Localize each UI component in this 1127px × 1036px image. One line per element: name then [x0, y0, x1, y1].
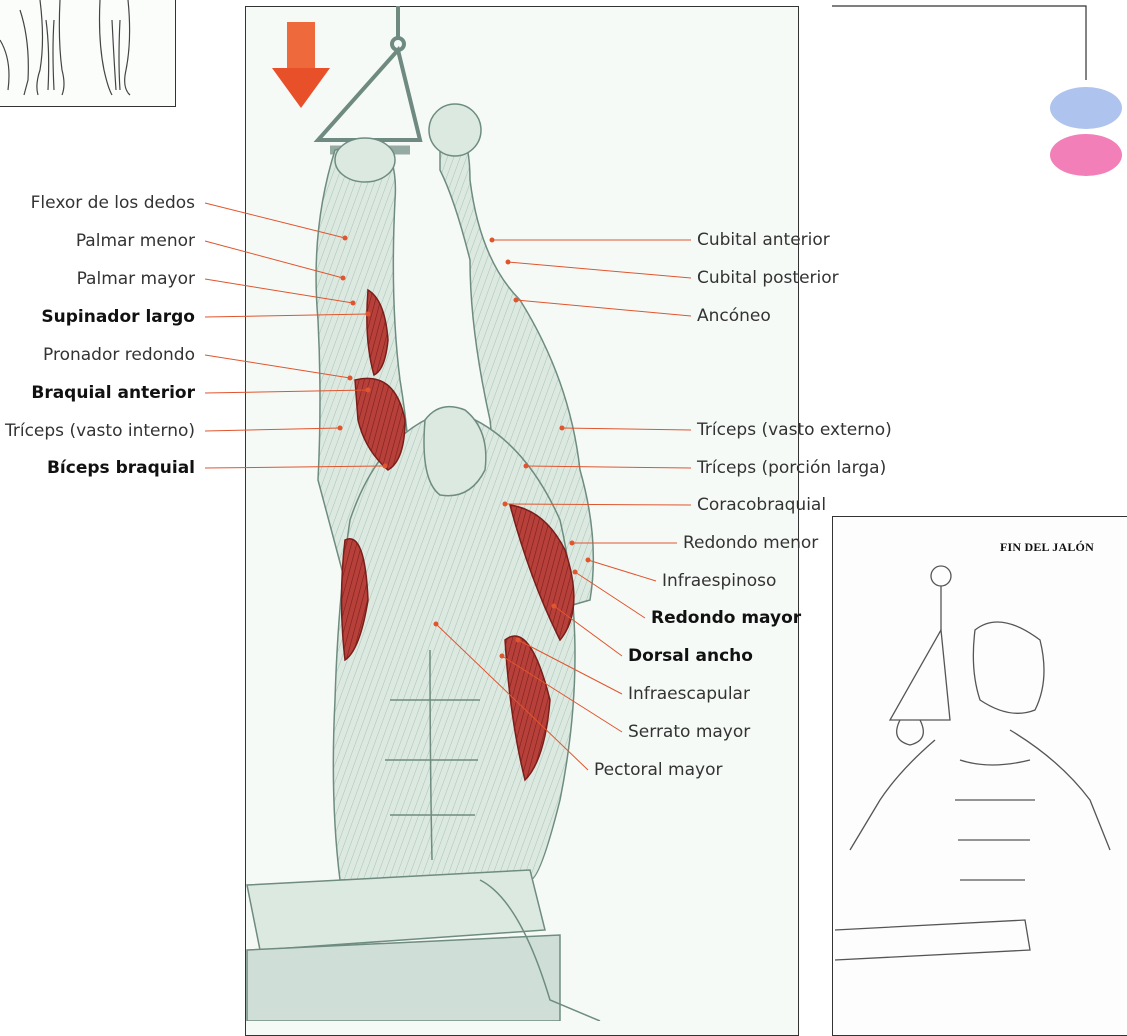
anconeo-point — [514, 298, 519, 303]
cubital-posterior-point — [506, 260, 511, 265]
label-triceps-vasto-externo: Tríceps (vasto externo) — [697, 420, 892, 440]
label-palmar-menor: Palmar menor — [76, 231, 195, 251]
thumbnail-figures — [0, 0, 130, 95]
dorsal-ancho-point — [552, 604, 557, 609]
braquial-anterior-point — [366, 388, 371, 393]
label-redondo-menor: Redondo menor — [683, 533, 818, 553]
label-flexor-dedos: Flexor de los dedos — [31, 193, 195, 213]
triceps-vasto-externo-point — [560, 426, 565, 431]
redondo-mayor-point — [573, 570, 578, 575]
infraespinoso-point — [586, 558, 591, 563]
label-biceps-braquial: Bíceps braquial — [47, 458, 195, 478]
label-triceps-vasto-interno: Tríceps (vasto interno) — [5, 421, 195, 441]
palmar-menor-point — [341, 276, 346, 281]
cubital-anterior-point — [490, 238, 495, 243]
palmar-mayor-point — [351, 301, 356, 306]
serrato-mayor-point — [500, 654, 505, 659]
label-infraespinoso: Infraespinoso — [662, 571, 776, 591]
label-triceps-porcion-larga: Tríceps (porción larga) — [697, 458, 886, 478]
label-anconeo: Ancóneo — [697, 306, 771, 326]
label-coracobraquial: Coracobraquial — [697, 495, 826, 515]
label-cubital-posterior: Cubital posterior — [697, 268, 839, 288]
label-infraescapular: Infraescapular — [628, 684, 750, 704]
supinador-largo-point — [366, 312, 371, 317]
biceps-braquial-point — [383, 464, 388, 469]
cubital-posterior-leader — [508, 262, 691, 278]
legend-pink-swatch — [1050, 134, 1122, 176]
label-pronador-redondo: Pronador redondo — [43, 345, 195, 365]
legend-blue-swatch — [1050, 87, 1122, 129]
end-panel-title: FIN DEL JALÓN — [1000, 540, 1094, 555]
end-position-figure — [835, 566, 1110, 960]
label-serrato-mayor: Serrato mayor — [628, 722, 750, 742]
pronador-redondo-point — [348, 376, 353, 381]
anconeo-leader — [516, 300, 691, 316]
label-pectoral-mayor: Pectoral mayor — [594, 760, 722, 780]
label-supinador-largo: Supinador largo — [41, 307, 195, 327]
label-braquial-anterior: Braquial anterior — [31, 383, 195, 403]
cable-handle — [318, 6, 420, 150]
redondo-menor-point — [570, 541, 575, 546]
infraespinoso-leader — [588, 560, 656, 581]
flexor-dedos-point — [343, 236, 348, 241]
triceps-porcion-larga-point — [524, 464, 529, 469]
triceps-vasto-interno-point — [338, 426, 343, 431]
infraescapular-point — [516, 638, 521, 643]
label-dorsal-ancho: Dorsal ancho — [628, 646, 753, 666]
label-cubital-anterior: Cubital anterior — [697, 230, 830, 250]
legend-bracket-line — [832, 6, 1086, 80]
coracobraquial-point — [503, 502, 508, 507]
pull-direction-arrow — [272, 22, 330, 108]
pectoral-mayor-point — [434, 622, 439, 627]
label-palmar-mayor: Palmar mayor — [77, 269, 195, 289]
label-redondo-mayor: Redondo mayor — [651, 608, 801, 628]
main-figure — [247, 104, 600, 1021]
triceps-vasto-externo-leader — [562, 428, 691, 430]
